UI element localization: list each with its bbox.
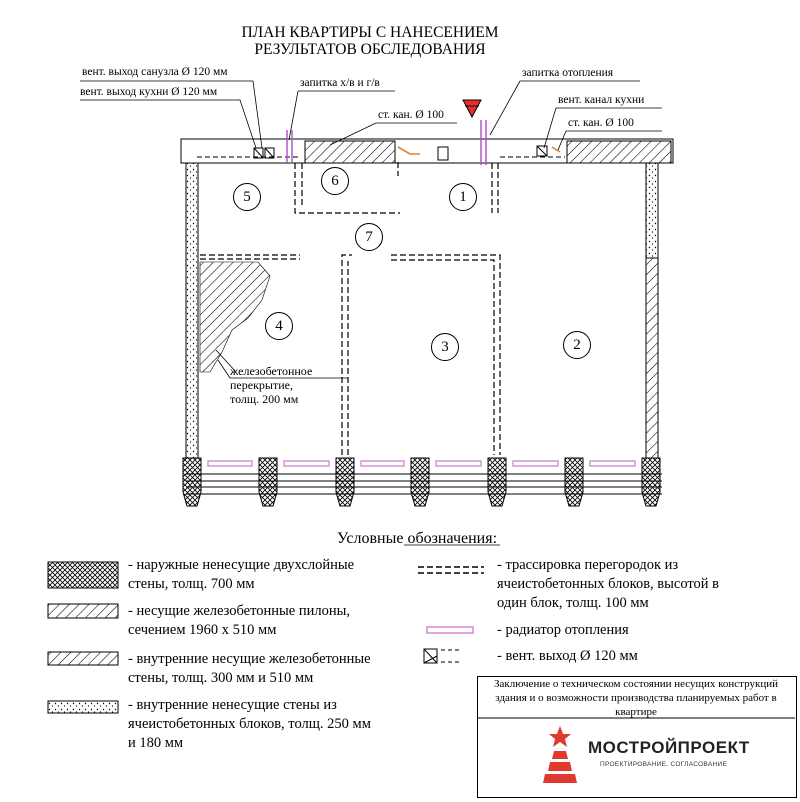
legend-swatches [47,544,500,714]
title-block-text: Заключение о техническом состоянии несущ… [494,678,778,718]
top-wall [180,120,674,165]
legend-item-partition-tracing: - трассировка перегородок из ячеистобето… [497,556,719,613]
legend-heading: Условные обозначения: [337,530,498,547]
title-line-2: РЕЗУЛЬТАТОВ ОБСЛЕДОВАНИЯ [254,41,486,58]
page-title: ПЛАН КВАРТИРЫ С НАНЕСЕНИЕМ РЕЗУЛЬТАТОВ О… [220,24,520,58]
legend-item-line: - внутренние ненесущие стены из [128,697,337,713]
right-wall [645,162,659,459]
legend-item-vent-exit: - вент. выход Ø 120 мм [497,648,638,664]
left-wall [185,162,199,459]
legend-item-exterior-walls: - наружные ненесущие двухслойные стены, … [128,556,354,594]
radiator [360,460,405,467]
annotation-sewer-left: ст. кан. Ø 100 [378,109,444,121]
partitions [200,162,501,455]
pylon [335,457,355,507]
legend-item-line: и 180 мм [128,735,184,751]
legend-item-line: стены, толщ. 300 мм и 510 мм [128,670,314,686]
pylon [487,457,507,507]
company-tagline: ПРОЕКТИРОВАНИЕ. СОГЛАСОВАНИЕ [600,761,728,768]
legend-item-line: сечением 1960 х 510 мм [128,622,277,638]
annotation-water-supply: запитка х/в и г/в [300,77,380,89]
legend-item-line: ячеистобетонных блоков, толщ. 250 мм [128,716,371,732]
legend-item-line: - внутренние несущие железобетонные [128,651,371,667]
slab-note-line-2: перекрытие, [230,378,293,392]
legend-item-line: - наружные ненесущие двухслойные [128,557,355,573]
pylon [182,457,202,507]
pylon [641,457,661,507]
radiator [512,460,559,467]
annotation-vent-bath: вент. выход санузла Ø 120 мм [82,66,228,78]
legend-item-block-walls: - внутренние ненесущие стены из ячеистоб… [128,696,371,753]
slab-patch [199,261,271,373]
pylon [410,457,430,507]
legend-item-line: ячеистобетонных блоков, высотой в [497,576,720,592]
radiator [283,460,330,467]
legend-item-line: - трассировка перегородок из [497,557,679,573]
legend-item-interior-load-walls: - внутренние несущие железобетонные стен… [128,650,371,688]
radiator [435,460,482,467]
room-marker-7: 7 [355,223,383,251]
company-logo-icon [543,726,577,783]
room-marker-5: 5 [233,183,261,211]
legend-item-line: стены, толщ. 700 мм [128,576,255,592]
room-marker-2: 2 [563,331,591,359]
annotation-sewer-right: ст. кан. Ø 100 [568,117,634,129]
leader-lines [80,80,662,379]
room-marker-1: 1 [449,183,477,211]
radiators [207,460,636,467]
annotation-vent-kitchen-channel: вент. канал кухни [558,94,645,106]
pylon [258,457,278,507]
annotation-heating-supply: запитка отопления [522,67,614,79]
room-marker-6: 6 [321,167,349,195]
room-marker-3: 3 [431,333,459,361]
level-marker-icon [462,99,482,119]
slab-note: железобетонное перекрытие, толщ. 200 мм [230,364,312,406]
title-line-1: ПЛАН КВАРТИРЫ С НАНЕСЕНИЕМ [241,24,499,41]
legend-item-line: - несущие железобетонные пилоны, [128,603,350,619]
legend-item-radiator: - радиатор отопления [497,622,629,638]
title-block [477,676,797,798]
company-name: МОСТРОЙПРОЕКТ [588,738,750,757]
radiator [207,460,253,467]
annotation-vent-kitchen-exit: вент. выход кухни Ø 120 мм [80,86,218,98]
pylons [182,457,661,507]
room-marker-4: 4 [265,312,293,340]
legend-item-line: один блок, толщ. 100 мм [497,595,649,611]
slab-note-line-3: толщ. 200 мм [230,392,299,406]
legend-item-pylons: - несущие железобетонные пилоны, сечение… [128,602,350,640]
slab-note-line-1: железобетонное [230,364,313,378]
pylon [564,457,584,507]
radiator [589,460,636,467]
